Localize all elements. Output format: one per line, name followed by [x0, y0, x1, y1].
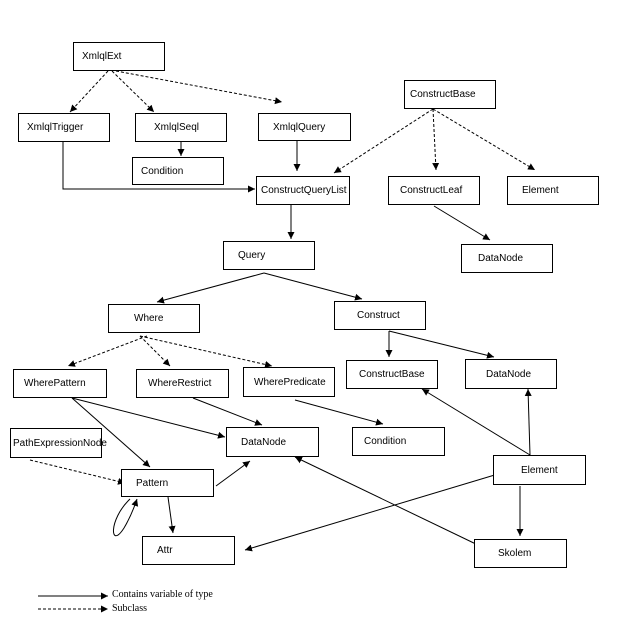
node-condition-top: Condition [132, 157, 224, 185]
node-constructquerylist: ConstructQueryList [256, 176, 350, 205]
edge-constructbase-element [432, 108, 536, 171]
node-wherepattern: WherePattern [13, 369, 107, 398]
legend-subclass-label: Subclass [112, 603, 147, 614]
node-pathexpressionnode: PathExpressionNode [10, 428, 107, 458]
node-xmlqlseql: XmlqlSeql [135, 113, 227, 142]
edge-pattern-self [113, 498, 139, 536]
node-where: Where [108, 304, 200, 333]
edge-pattern-datanode [215, 460, 251, 487]
node-element-right: Element [493, 455, 586, 485]
node-constructleaf: ConstructLeaf [388, 176, 480, 205]
edge-pathexpressionnode-pattern [29, 459, 126, 485]
node-query: Query [223, 241, 315, 270]
edge-construct-datanode [388, 330, 495, 359]
edge-wherepattern-pattern [71, 397, 151, 468]
node-datanode-top: DataNode [461, 244, 553, 273]
edge-where-whererestrict [139, 335, 171, 367]
legend-contains-label: Contains variable of type [112, 589, 213, 600]
node-wherepredicate: WherePredicate [243, 367, 335, 397]
node-datanode-mid: DataNode [226, 427, 319, 457]
edge-element-attr [244, 473, 499, 552]
node-attr: Attr [142, 536, 235, 565]
edge-xmlqlext-xmlqltrigger [69, 70, 109, 113]
node-xmlqlquery: XmlqlQuery [258, 113, 351, 141]
edge-element-constructbase [421, 388, 531, 456]
edge-xmlqltrigger-constructquerylist [62, 142, 255, 193]
edge-query-construct [263, 272, 363, 301]
node-constructbase-top: ConstructBase [404, 80, 496, 109]
node-datanode-right: DataNode [465, 359, 557, 389]
node-xmlqltrigger: XmlqlTrigger [18, 113, 110, 142]
node-element-top: Element [507, 176, 599, 205]
edge-xmlqlext-xmlqlquery [115, 70, 283, 105]
node-constructbase-mid: ConstructBase [346, 360, 438, 389]
edge-wherepattern-datanode [71, 397, 226, 439]
edge-pattern-attr [167, 496, 176, 534]
edge-query-where [156, 272, 265, 304]
node-whererestrict: WhereRestrict [136, 369, 229, 398]
edge-constructleaf-datanode [433, 205, 491, 241]
edge-element-datanode [524, 388, 532, 456]
edge-constructbase-constructleaf [432, 108, 440, 171]
node-construct: Construct [334, 301, 426, 330]
node-xmlqlext: XmlqlExt [73, 42, 165, 71]
edge-whererestrict-datanode [192, 397, 263, 426]
node-pattern: Pattern [121, 469, 214, 497]
node-skolem: Skolem [474, 539, 567, 568]
edge-skolem-datanode [294, 456, 481, 547]
edge-where-wherepattern [67, 335, 148, 367]
edge-wherepredicate-condition [294, 399, 384, 426]
node-condition-mid: Condition [352, 427, 445, 456]
edge-where-wherepredicate [139, 335, 273, 368]
